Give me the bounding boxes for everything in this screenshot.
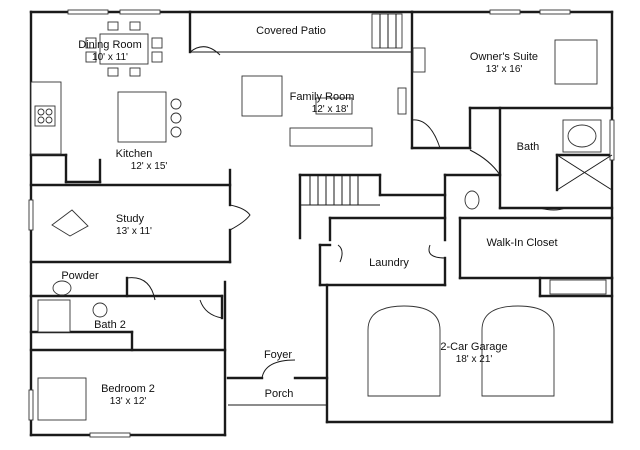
bedroom2-name: Bedroom 2 — [101, 383, 155, 395]
room-labels: Dining Room 10' x 11' Covered Patio Owne… — [61, 25, 557, 407]
kitchen-island — [117, 91, 167, 143]
doors — [126, 46, 566, 379]
dining-room-dim: 10' x 11' — [92, 52, 128, 63]
family-sofa — [241, 75, 283, 117]
dining-table — [99, 33, 149, 65]
garage-name: 2-Car Garage — [440, 341, 507, 353]
windows — [28, 9, 615, 438]
fixtures — [30, 13, 613, 421]
study-dim: 13' x 11' — [116, 226, 152, 237]
garage-car-right — [481, 305, 555, 397]
owners-suite-name: Owner's Suite — [470, 51, 538, 63]
owners-suite-dim: 13' x 16' — [486, 64, 523, 75]
bedroom2-dim: 13' x 12' — [110, 396, 147, 407]
powder-name: Powder — [61, 270, 99, 282]
study-name: Study — [116, 213, 145, 225]
kitchen-dim: 12' x 15' — [131, 161, 168, 172]
staircase — [300, 175, 380, 206]
bath2-tub — [37, 299, 71, 333]
porch-name: Porch — [265, 388, 294, 400]
family-room-dim: 12' x 18' — [312, 104, 349, 115]
laundry-name: Laundry — [369, 257, 409, 269]
foyer-name: Foyer — [264, 349, 292, 361]
bath-name: Bath — [517, 141, 540, 153]
walkin-closet-name: Walk-In Closet — [486, 237, 557, 249]
dining-room-name: Dining Room — [78, 39, 142, 51]
owners-bed — [554, 39, 598, 85]
bedroom2-bed — [37, 377, 87, 421]
bath2-name: Bath 2 — [94, 319, 126, 331]
kitchen-name: Kitchen — [116, 148, 153, 160]
garage-dim: 18' x 21' — [456, 354, 493, 365]
garage-car-left — [367, 305, 441, 397]
family-room-name: Family Room — [290, 91, 355, 103]
patio-name: Covered Patio — [256, 25, 326, 37]
study-desk — [51, 209, 89, 237]
